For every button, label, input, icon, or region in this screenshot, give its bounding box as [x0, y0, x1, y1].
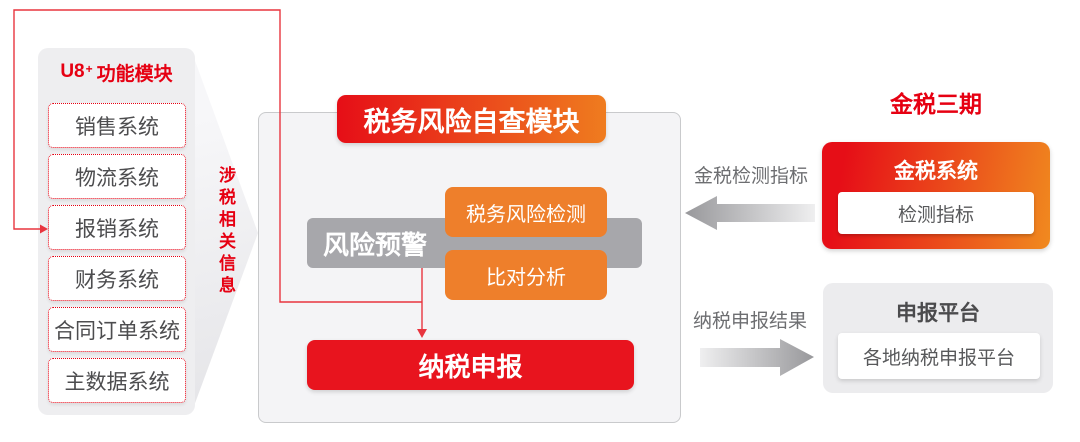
tax-risk-detection-box: 税务风险检测	[445, 187, 607, 237]
declaration-platform-title: 申报平台	[896, 302, 980, 325]
u8-title-superscript: +	[85, 62, 93, 76]
u8-title-prefix: U8	[60, 61, 85, 82]
u8-panel-title: U8+功能模块	[38, 57, 195, 87]
comparison-analysis-box: 比对分析	[445, 250, 607, 300]
u8-title-suffix: 功能模块	[96, 63, 173, 85]
golden-tax-system-title: 金税系统	[894, 160, 978, 183]
module-item-contract-order: 合同订单系统	[48, 307, 186, 352]
local-platforms-box: 各地纳税申报平台	[838, 333, 1040, 379]
declaration-platform-box: 申报平台 各地纳税申报平台	[823, 283, 1053, 393]
arrow-left-icon	[685, 196, 815, 230]
detect-indicators-flow-label: 金税检测指标	[693, 166, 808, 187]
self-inspection-header: 税务风险自查模块	[337, 95, 606, 143]
module-item-finance: 财务系统	[48, 256, 186, 301]
detection-indicators-box: 检测指标	[838, 192, 1034, 234]
module-item-sales: 销售系统	[48, 103, 186, 148]
module-item-logistics: 物流系统	[48, 154, 186, 199]
tax-related-info-label: 涉税相关信息	[216, 166, 235, 298]
declare-result-flow-label: 纳税申报结果	[692, 311, 807, 332]
arrow-right-icon	[700, 339, 814, 376]
golden-tax-system-box: 金税系统 检测指标	[822, 142, 1050, 249]
module-item-expense: 报销系统	[48, 205, 186, 250]
module-item-master-data: 主数据系统	[48, 358, 186, 403]
tax-declaration-box: 纳税申报	[307, 340, 634, 390]
golden-tax-phase3-title: 金税三期	[890, 91, 982, 117]
